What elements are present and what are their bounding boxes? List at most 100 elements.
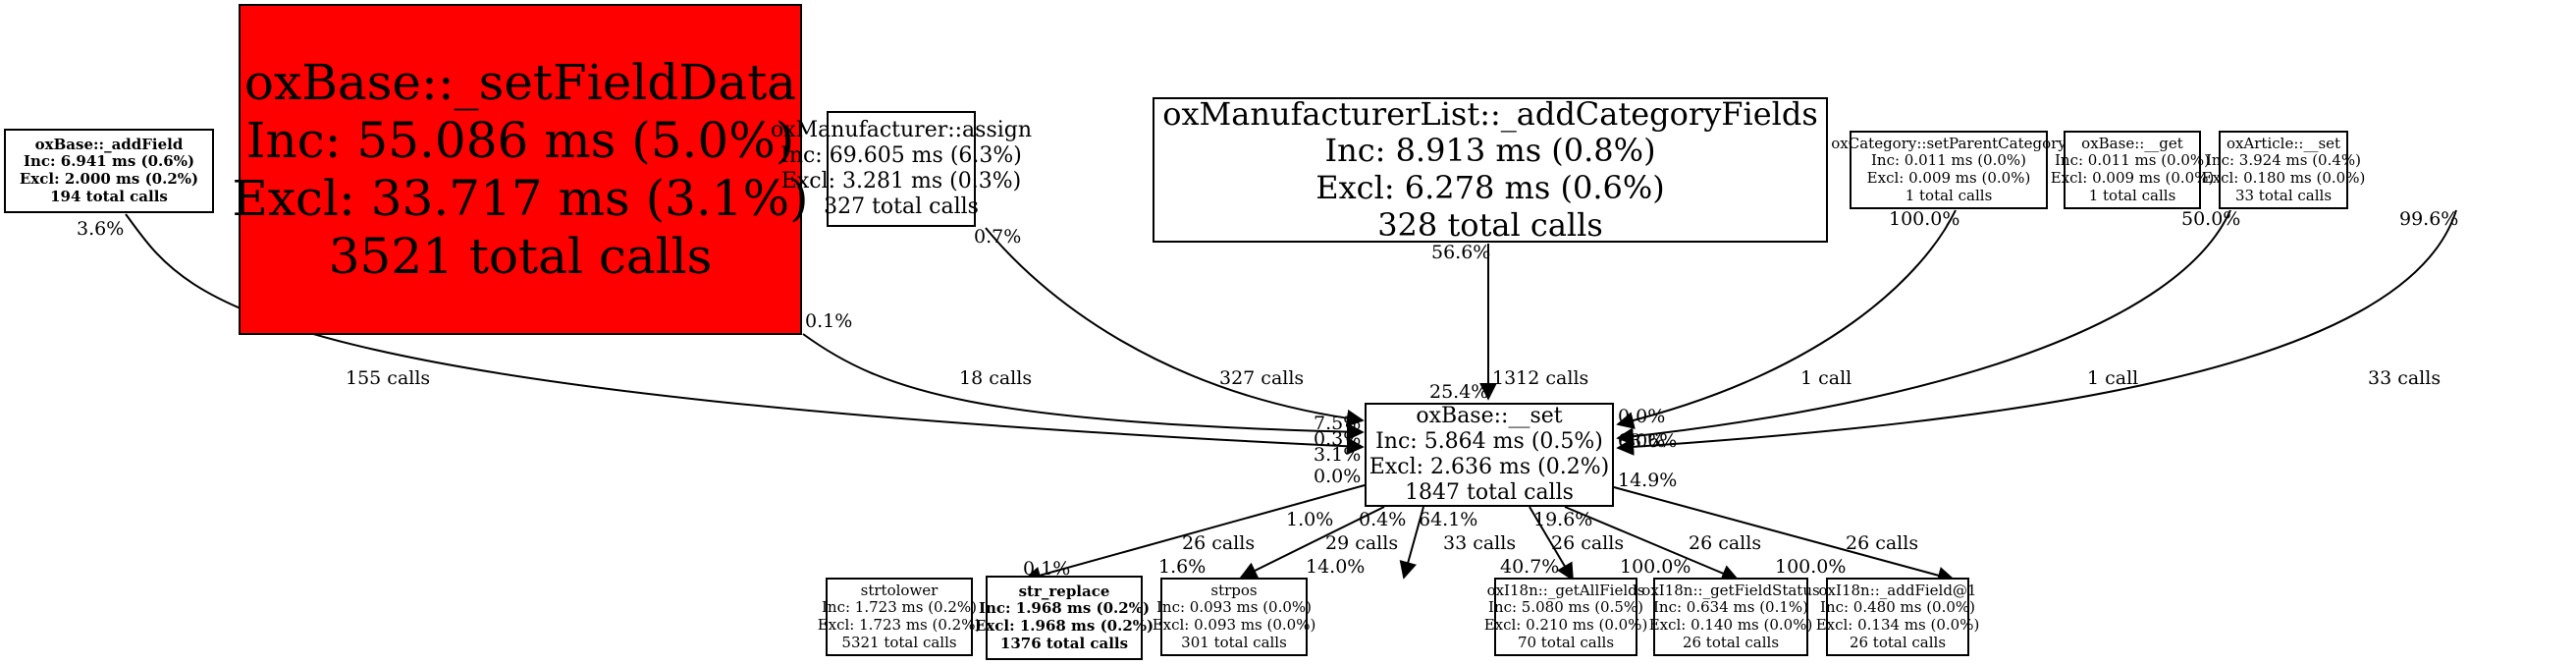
node-strtolower[interactable]: strtolower Inc: 1.723 ms (0.2%) Excl: 1.… xyxy=(818,578,981,656)
node-str-replace[interactable]: str_replace Inc: 1.968 ms (0.2%) Excl: 1… xyxy=(975,576,1154,660)
edge-baseSet-to-getFieldStatus xyxy=(1564,506,1740,582)
edge-head-percent: 1.6% xyxy=(1158,556,1207,578)
node-oxbase-set-focus[interactable]: oxBase::__set Inc: 5.864 ms (0.5%) Excl:… xyxy=(1365,403,1614,507)
edge-baseSet-to-strReplace xyxy=(1239,506,1385,579)
edge-head-percent: 0.0% xyxy=(1618,430,1666,452)
node-inc: Inc: 8.913 ms (0.8%) xyxy=(1324,132,1656,170)
edge-calls-label: 26 calls xyxy=(1551,532,1625,554)
node-oxbase-setfielddata[interactable]: oxBase::_setFieldData Inc: 55.086 ms (5.… xyxy=(232,4,809,335)
edge-tail-percent: 100.0% xyxy=(1889,208,1960,230)
edge-head-percent: 25.4% xyxy=(1429,381,1489,403)
edge-tail-percent: 0.4% xyxy=(1359,509,1407,530)
node-inc: Inc: 0.011 ms (0.0%) xyxy=(2054,151,2211,170)
edge-tail-percent: 64.1% xyxy=(1419,509,1478,530)
edge-baseSet-to-strpos xyxy=(1399,506,1424,580)
edge-tail-percent: 0.1% xyxy=(805,310,853,332)
node-calls: 5321 total calls xyxy=(841,633,957,651)
edge-catSetParent-to-baseSet xyxy=(1616,209,1957,429)
node-oxcategory-setparentcategory[interactable]: oxCategory::setParentCategory Inc: 0.011… xyxy=(1831,131,2066,209)
edge-baseSet-to-strtolower xyxy=(1023,484,1366,584)
node-inc: Inc: 0.634 ms (0.1%) xyxy=(1652,598,1809,617)
node-calls: 194 total calls xyxy=(50,187,168,205)
node-calls: 1847 total calls xyxy=(1405,479,1574,505)
node-name: strpos xyxy=(1210,581,1258,599)
edge-calls-label: 29 calls xyxy=(1325,532,1399,554)
edge-calls-label: 1312 calls xyxy=(1492,367,1589,389)
edge-mfrAssign-to-baseSet xyxy=(985,227,1365,427)
edge-head-percent: 14.0% xyxy=(1306,556,1366,578)
node-oxbase-get[interactable]: oxBase::__get Inc: 0.011 ms (0.0%) Excl:… xyxy=(2051,131,2214,209)
edge-tail-percent: 0.7% xyxy=(974,226,1022,248)
node-name: oxArticle::__set xyxy=(2226,134,2341,152)
node-oxi18n-addfield-1[interactable]: oxI18n::_addField@1 Inc: 0.480 ms (0.0%)… xyxy=(1816,578,1979,656)
edge-calls-label: 155 calls xyxy=(346,367,431,389)
node-calls: 301 total calls xyxy=(1181,633,1287,651)
node-inc: Inc: 5.080 ms (0.5%) xyxy=(1487,598,1644,617)
edge-calls-label: 33 calls xyxy=(2368,367,2442,389)
edge-addField-to-baseSet xyxy=(125,213,1365,456)
node-inc: Inc: 0.480 ms (0.0%) xyxy=(1819,598,1976,617)
node-excl: Excl: 0.180 ms (0.0%) xyxy=(2201,169,2366,187)
node-name: oxI18n::_getAllFields xyxy=(1486,581,1645,599)
node-excl: Excl: 0.140 ms (0.0%) xyxy=(1648,616,1813,634)
node-excl: Excl: 1.723 ms (0.2%) xyxy=(817,616,982,634)
node-calls: 327 total calls xyxy=(824,194,979,219)
node-name: oxCategory::setParentCategory xyxy=(1831,134,2066,152)
node-inc: Inc: 3.924 ms (0.4%) xyxy=(2205,151,2362,170)
edge-tail-percent: 0.0% xyxy=(1314,466,1362,487)
node-oxi18n-getallfields[interactable]: oxI18n::_getAllFields Inc: 5.080 ms (0.5… xyxy=(1484,578,1647,656)
node-oxi18n-getfieldstatus[interactable]: oxI18n::_getFieldStatus Inc: 0.634 ms (0… xyxy=(1641,578,1820,656)
edge-head-percent: 40.7% xyxy=(1500,556,1560,578)
node-strpos[interactable]: strpos Inc: 0.093 ms (0.0%) Excl: 0.093 … xyxy=(1153,578,1315,656)
node-oxmanufacturerlist-addcategoryfields[interactable]: oxManufacturerList::_addCategoryFields I… xyxy=(1153,95,1828,244)
edge-articleSet-to-baseSet xyxy=(1616,209,2457,456)
edge-head-percent: 0.1% xyxy=(1023,558,1071,580)
node-excl: Excl: 0.134 ms (0.0%) xyxy=(1815,616,1980,634)
edge-head-percent: 100.0% xyxy=(1620,556,1691,578)
node-excl: Excl: 2.000 ms (0.2%) xyxy=(19,170,199,188)
node-inc: Inc: 69.605 ms (6.3%) xyxy=(780,143,1022,169)
node-name: oxI18n::_addField@1 xyxy=(1818,581,1977,599)
node-inc: Inc: 5.864 ms (0.5%) xyxy=(1375,429,1603,455)
node-inc: Inc: 1.723 ms (0.2%) xyxy=(821,598,978,617)
node-excl: Excl: 1.968 ms (0.2%) xyxy=(974,617,1154,635)
edge-setFieldData-to-baseSet xyxy=(802,333,1365,441)
edge-calls-label: 26 calls xyxy=(1182,532,1256,554)
node-excl: Excl: 0.009 ms (0.0%) xyxy=(1866,169,2031,187)
node-calls: 33 total calls xyxy=(2234,186,2333,204)
node-excl: Excl: 6.278 ms (0.6%) xyxy=(1315,169,1665,206)
node-name: oxI18n::_getFieldStatus xyxy=(1641,581,1820,599)
node-name: oxBase::__get xyxy=(2081,134,2183,152)
edge-head-percent: 100.0% xyxy=(1775,556,1847,578)
node-name: strtolower xyxy=(860,581,939,599)
node-inc: Inc: 0.011 ms (0.0%) xyxy=(1870,151,2027,170)
edge-head-percent: 3.1% xyxy=(1314,444,1362,466)
edge-calls-label: 327 calls xyxy=(1219,367,1305,389)
edge-calls-label: 26 calls xyxy=(1846,532,1919,554)
edge-calls-label: 1 call xyxy=(2087,367,2139,389)
node-calls: 3521 total calls xyxy=(328,227,713,285)
node-excl: Excl: 33.717 ms (3.1%) xyxy=(232,169,809,227)
node-oxbase-addfield[interactable]: oxBase::_addField Inc: 6.941 ms (0.6%) E… xyxy=(4,129,214,213)
node-oxarticle-set[interactable]: oxArticle::__set Inc: 3.924 ms (0.4%) Ex… xyxy=(2202,131,2365,209)
node-excl: Excl: 0.009 ms (0.0%) xyxy=(2050,169,2215,187)
node-inc: Inc: 6.941 ms (0.6%) xyxy=(23,152,195,171)
node-excl: Excl: 3.281 ms (0.3%) xyxy=(780,169,1022,194)
node-calls: 26 total calls xyxy=(1682,633,1780,651)
node-excl: Excl: 2.636 ms (0.2%) xyxy=(1368,455,1610,479)
edge-head-percent: 0.3% xyxy=(1314,428,1362,450)
edge-tail-percent: 3.6% xyxy=(77,218,125,240)
node-calls: 1376 total calls xyxy=(999,634,1129,652)
edge-calls-label: 1 call xyxy=(1800,367,1852,389)
node-excl: Excl: 0.093 ms (0.0%) xyxy=(1152,616,1316,634)
node-calls: 328 total calls xyxy=(1377,205,1603,244)
edge-tail-percent: 99.6% xyxy=(2399,208,2459,230)
edge-head-percent: 63.6% xyxy=(1618,430,1678,452)
edge-tail-percent: 56.6% xyxy=(1431,242,1491,263)
node-name: str_replace xyxy=(1018,582,1110,600)
edge-head-percent: 0.0% xyxy=(1618,406,1666,427)
edge-tail-percent: 50.0% xyxy=(2181,208,2241,230)
node-calls: 1 total calls xyxy=(2088,186,2176,204)
node-oxmanufacturer-assign[interactable]: oxManufacturer::assign Inc: 69.605 ms (6… xyxy=(771,111,1032,227)
